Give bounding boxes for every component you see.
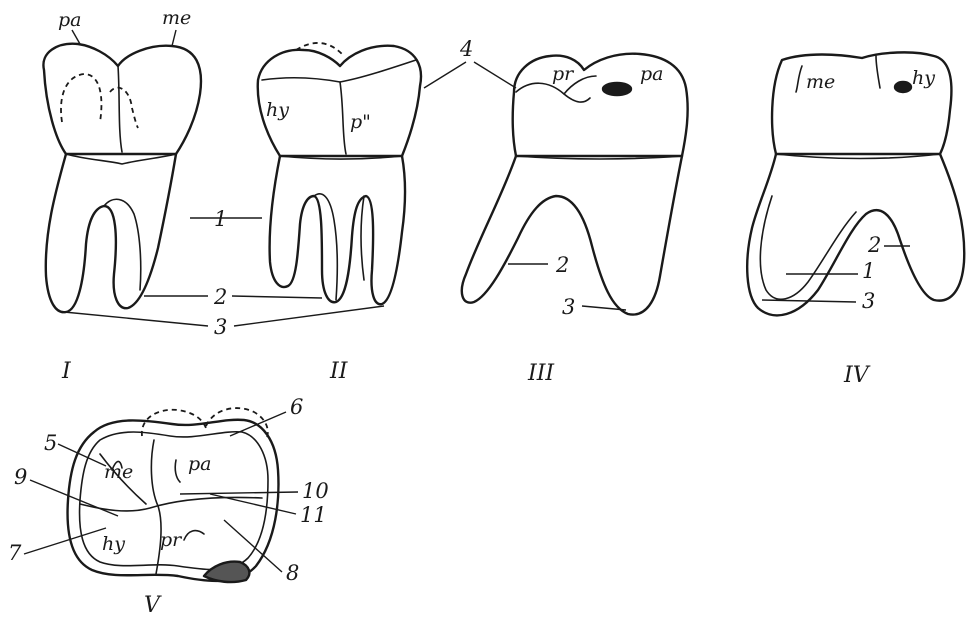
leader-6: [230, 412, 286, 436]
tooth-3-pit-oval: [603, 83, 631, 95]
leader-9: [30, 480, 118, 516]
label-num-10: 10: [302, 479, 329, 503]
tooth-2-root-inner-2: [361, 196, 364, 280]
tooth-2-central-groove: [340, 82, 346, 154]
tooth-1-pulp-horn-left: [61, 74, 101, 122]
view-label-IV: IV: [843, 363, 871, 388]
tooth-3-root-outline: [462, 156, 682, 315]
tooth-3-crown-cusp-left: [516, 83, 590, 102]
leader-3-view-1: [64, 312, 208, 326]
label-num-8: 8: [286, 561, 299, 585]
label-num-1-b: 1: [862, 259, 875, 283]
view-label-II: II: [329, 359, 349, 384]
view-label-V: V: [144, 593, 162, 618]
label-num-7: 7: [8, 541, 22, 565]
leader-10: [180, 492, 298, 494]
tooth-5-cusp-mark-pr: [184, 531, 204, 540]
tooth-view-3: pr pa III: [462, 54, 688, 386]
leader-me-view-1: [172, 30, 176, 46]
tooth-4-crown-groove: [876, 56, 880, 88]
label-hy-view-5: hy: [102, 533, 125, 555]
tooth-5-cusp-dash-top-left: [142, 410, 206, 436]
tooth-1-pulp-horn-right: [110, 88, 138, 128]
tooth-view-4: me hy IV: [747, 52, 964, 388]
label-pa-view-3: pa: [640, 63, 664, 85]
label-num-2-a: 2: [213, 285, 227, 309]
label-num-2-b: 2: [555, 253, 569, 277]
label-pr-view-2: p": [350, 111, 371, 133]
tooth-view-5-occlusal: me pa hy pr V: [68, 408, 279, 618]
number-labels: 1 1 2 2 2 3 3 3 4 5 6 9 7: [8, 37, 910, 585]
label-me-view-5: me: [104, 461, 133, 483]
label-num-2-c: 2: [867, 233, 881, 257]
tooth-view-2: hy p" II: [258, 43, 421, 384]
tooth-5-outer-outline: [68, 420, 279, 581]
label-num-9: 9: [14, 465, 27, 489]
tooth-1-central-groove: [118, 66, 122, 152]
view-label-III: III: [527, 361, 555, 386]
label-me-view-4: me: [806, 71, 835, 93]
leader-4-right: [474, 62, 516, 88]
tooth-1-root-inner: [104, 199, 141, 290]
tooth-4-crown-ridge-left: [796, 66, 802, 92]
tooth-1-crown-outline: [43, 44, 201, 154]
label-hy-view-4: hy: [912, 67, 935, 89]
label-num-3-c: 3: [862, 289, 875, 313]
label-num-3-a: 3: [214, 315, 227, 339]
label-me-view-1: me: [162, 7, 191, 29]
tooth-2-root-inner-1: [314, 194, 337, 300]
label-pr-view-5: pr: [160, 529, 183, 551]
label-num-3-b: 3: [562, 295, 575, 319]
tooth-5-cusp-mark-pa: [175, 460, 180, 482]
label-num-6: 6: [290, 395, 303, 419]
label-hy-view-2: hy: [266, 99, 289, 121]
leader-2-view-2: [232, 296, 322, 298]
label-pr-view-3: pr: [552, 63, 575, 85]
view-label-I: I: [61, 359, 72, 384]
label-num-5: 5: [44, 431, 57, 455]
tooth-2-crown-ridge: [262, 60, 416, 82]
tooth-4-pit-oval: [895, 82, 911, 92]
tooth-view-1: pa me I: [43, 7, 201, 384]
label-num-11: 11: [300, 503, 327, 527]
label-num-4: 4: [459, 37, 473, 61]
tooth-1-cervical-line: [66, 154, 176, 164]
leader-pa-view-1: [72, 30, 80, 44]
leader-7: [24, 528, 106, 554]
tooth-1-root-outline: [46, 154, 176, 312]
label-num-1-a: 1: [214, 207, 227, 231]
leader-4-left: [424, 62, 466, 88]
label-pa-view-1: pa: [58, 9, 82, 31]
label-pa-view-5: pa: [188, 453, 212, 475]
leader-3-view-4: [762, 300, 856, 302]
leader-3-view-2: [234, 306, 384, 326]
tooth-5-shaded-cusp: [204, 562, 249, 582]
tooth-4-root-outline: [747, 154, 964, 315]
